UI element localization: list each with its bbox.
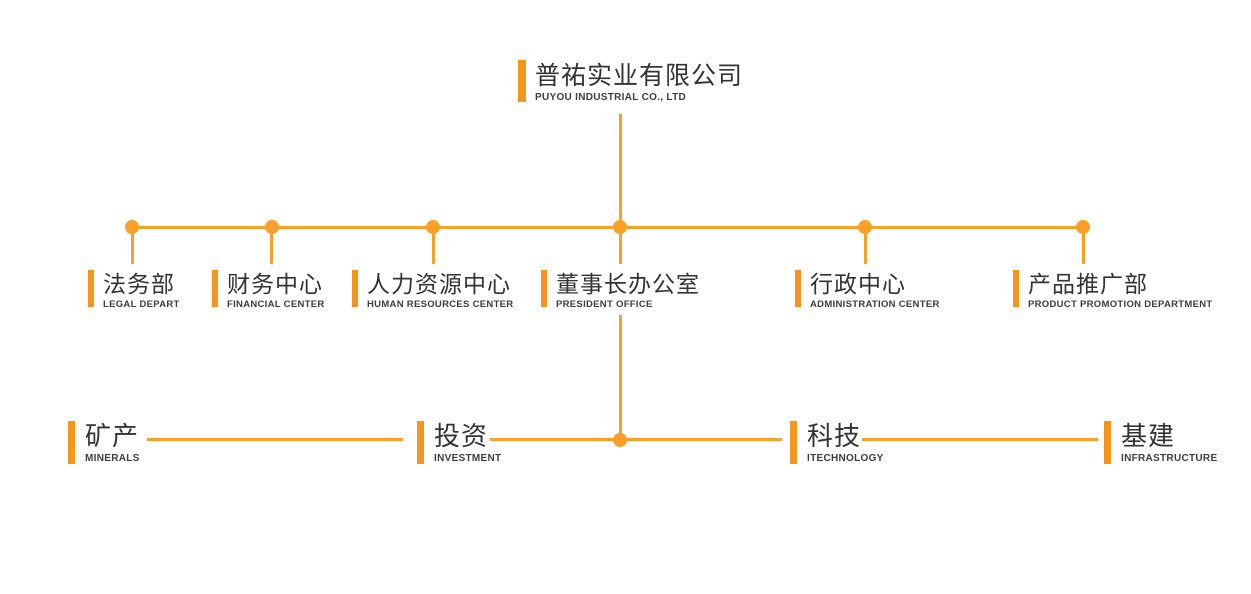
dept-name-en: PRODUCT PROMOTION DEPARTMENT bbox=[1028, 299, 1213, 310]
dept-stub-connector bbox=[131, 227, 134, 264]
dept-stub-connector bbox=[432, 227, 435, 264]
accent-bar bbox=[88, 270, 94, 307]
division-name-en: INFRASTRUCTURE bbox=[1121, 453, 1218, 464]
dept-name-en: HUMAN RESOURCES CENTER bbox=[367, 299, 514, 310]
connector-dot bbox=[125, 220, 139, 234]
dept-name-zh: 法务部 bbox=[103, 271, 175, 297]
division-name-en: MINERALS bbox=[85, 453, 140, 464]
accent-bar bbox=[352, 270, 358, 307]
accent-bar bbox=[541, 270, 547, 307]
accent-bar bbox=[68, 421, 75, 464]
accent-bar bbox=[1104, 421, 1111, 464]
root-vertical-connector bbox=[619, 114, 622, 228]
dept-node-legal: 法务部 LEGAL DEPART bbox=[88, 270, 180, 311]
dept-name-zh: 产品推广部 bbox=[1028, 271, 1148, 297]
division-name-zh: 基建 bbox=[1121, 421, 1176, 451]
dept-name-en: PRESIDENT OFFICE bbox=[556, 299, 653, 310]
dept-name-en: FINANCIAL CENTER bbox=[227, 299, 325, 310]
dept-stub-connector bbox=[864, 227, 867, 264]
bottom-horizontal-connector bbox=[147, 438, 403, 441]
division-name-zh: 矿产 bbox=[85, 421, 140, 451]
division-name-en: ITECHNOLOGY bbox=[807, 453, 884, 464]
division-name-en: INVESTMENT bbox=[434, 453, 502, 464]
connector-dot bbox=[613, 220, 627, 234]
dept-stub-connector bbox=[270, 227, 273, 264]
division-node-minerals: 矿产 MINERALS bbox=[68, 421, 140, 465]
division-node-investment: 投资 INVESTMENT bbox=[417, 421, 501, 465]
accent-bar bbox=[1013, 270, 1019, 307]
dept-name-zh: 行政中心 bbox=[810, 271, 906, 297]
company-name-zh: 普祐实业有限公司 bbox=[535, 62, 744, 90]
dept-name-zh: 财务中心 bbox=[227, 271, 323, 297]
bottom-horizontal-connector bbox=[490, 438, 782, 441]
accent-bar bbox=[212, 270, 218, 307]
accent-bar bbox=[795, 270, 801, 307]
connector-dot bbox=[1076, 220, 1090, 234]
dept-name-zh: 董事长办公室 bbox=[556, 271, 700, 297]
main-horizontal-connector bbox=[131, 226, 1084, 229]
connector-dot bbox=[265, 220, 279, 234]
dept-node-product-promotion: 产品推广部 PRODUCT PROMOTION DEPARTMENT bbox=[1013, 270, 1213, 311]
division-node-technology: 科技 ITECHNOLOGY bbox=[790, 421, 884, 465]
connector-dot bbox=[858, 220, 872, 234]
accent-bar bbox=[518, 60, 526, 102]
dept-node-administration: 行政中心 ADMINISTRATION CENTER bbox=[795, 270, 940, 311]
division-node-infrastructure: 基建 INFRASTRUCTURE bbox=[1104, 421, 1217, 465]
connector-dot bbox=[426, 220, 440, 234]
division-name-zh: 科技 bbox=[807, 421, 862, 451]
division-name-zh: 投资 bbox=[434, 421, 489, 451]
dept-name-zh: 人力资源中心 bbox=[367, 271, 511, 297]
accent-bar bbox=[790, 421, 797, 464]
dept-node-financial: 财务中心 FINANCIAL CENTER bbox=[212, 270, 325, 311]
dept-stub-connector bbox=[1082, 227, 1085, 264]
accent-bar bbox=[417, 421, 424, 464]
dept-node-president-office: 董事长办公室 PRESIDENT OFFICE bbox=[541, 270, 700, 311]
dept-name-en: LEGAL DEPART bbox=[103, 299, 180, 310]
dept-stub-connector bbox=[619, 227, 622, 264]
company-name-en: PUYOU INDUSTRIAL CO., LTD bbox=[535, 92, 687, 103]
dept-name-en: ADMINISTRATION CENTER bbox=[810, 299, 940, 310]
bottom-horizontal-connector bbox=[862, 438, 1098, 441]
dept-node-human-resources: 人力资源中心 HUMAN RESOURCES CENTER bbox=[352, 270, 513, 311]
company-root-node: 普祐实业有限公司 PUYOU INDUSTRIAL CO., LTD bbox=[518, 60, 743, 104]
president-branch-connector bbox=[619, 315, 622, 441]
